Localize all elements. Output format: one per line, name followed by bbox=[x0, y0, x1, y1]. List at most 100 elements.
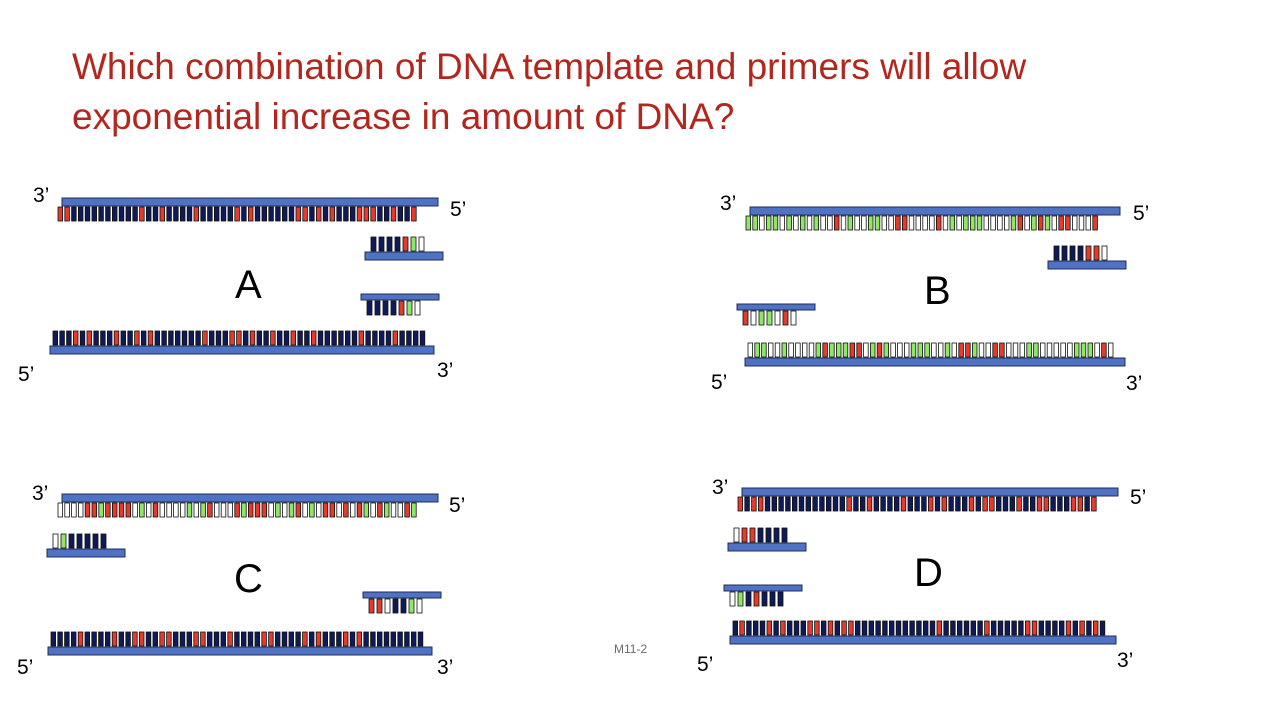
panel-b-bottom-base bbox=[938, 342, 944, 358]
panel-c-top-base bbox=[404, 502, 410, 518]
panel-a-bottom-base bbox=[147, 330, 154, 346]
panel-a-bottom-base bbox=[304, 330, 310, 346]
panel-c-top-base bbox=[173, 502, 179, 518]
panel-c-bottom-base bbox=[227, 631, 233, 647]
panel-a-top-base bbox=[275, 206, 281, 222]
panel-a-top-base bbox=[71, 206, 77, 222]
panel-c-bottom-base bbox=[404, 631, 410, 647]
panel-a-top-base bbox=[302, 206, 308, 222]
panel-c-bottom-base bbox=[315, 631, 322, 647]
panel-a-top-base bbox=[193, 206, 199, 222]
panel-a-top-base bbox=[288, 206, 295, 222]
panel-a-top-base bbox=[145, 206, 152, 222]
panel-c-top-base bbox=[98, 502, 104, 518]
panel-a-top-base bbox=[173, 206, 179, 222]
panel-c-top-left-label: 3’ bbox=[32, 482, 48, 505]
panel-b-top-base bbox=[786, 215, 792, 231]
panel-b-bottom-base bbox=[1094, 342, 1100, 358]
panel-c-top-base bbox=[241, 502, 247, 518]
panel-a-primer-2-base bbox=[366, 300, 373, 316]
panel-b-top-base bbox=[895, 215, 901, 231]
panel-c-bottom-base bbox=[302, 631, 308, 647]
panel-c-bottom-base bbox=[159, 631, 165, 647]
panel-b-top-base bbox=[936, 215, 942, 231]
panel-d-bottom-base bbox=[807, 620, 813, 636]
panel-a-top-base bbox=[152, 206, 159, 222]
panel-c-bottom-base bbox=[71, 631, 77, 647]
panel-d-bottom-base bbox=[773, 620, 779, 636]
panel-b-top-base bbox=[1051, 215, 1057, 231]
panel-d-bottom-base bbox=[841, 620, 847, 636]
panel-c-bottom-base bbox=[77, 631, 84, 647]
panel-a-top-base bbox=[390, 206, 397, 222]
panel-c-bottom-base bbox=[200, 631, 206, 647]
panel-d-primer-2-base bbox=[729, 591, 736, 607]
panel-d-top-base bbox=[894, 496, 900, 512]
panel-c-top-base bbox=[390, 502, 397, 518]
panel-d-top-base bbox=[764, 496, 771, 512]
panel-a-bottom-base bbox=[270, 330, 276, 346]
panel-b-top-base bbox=[997, 215, 1003, 231]
panel-b-bottom-base bbox=[856, 342, 862, 358]
panel-c-top-base bbox=[329, 502, 335, 518]
panel-a-top-base bbox=[241, 206, 247, 222]
panel-c-top-base bbox=[118, 502, 125, 518]
panel-d-top-base bbox=[1043, 496, 1049, 512]
panel-d-top-base bbox=[962, 496, 968, 512]
panel-a-top-base bbox=[227, 206, 233, 222]
panel-d-top-base bbox=[751, 496, 757, 512]
panel-c-top-base bbox=[213, 502, 220, 518]
panel-a-top-base bbox=[91, 206, 97, 222]
panel-d-primer-1-base bbox=[765, 527, 772, 543]
panel-a-top-base bbox=[112, 206, 118, 222]
panel-c-bottom-base bbox=[145, 631, 152, 647]
panel-a-bottom-base bbox=[73, 330, 79, 346]
panel-b-bottom-base bbox=[863, 342, 869, 358]
panel-c-top-strand bbox=[61, 493, 439, 503]
panel-d-bottom-left-label: 5’ bbox=[697, 653, 713, 676]
panel-a-bottom-base bbox=[52, 330, 58, 346]
panel-a-bottom-right-label: 3’ bbox=[437, 359, 453, 382]
panel-a-bottom-base bbox=[208, 330, 215, 346]
panel-c-top-base bbox=[78, 502, 84, 518]
panel-b-top-base bbox=[861, 215, 867, 231]
panel-a-top-base bbox=[64, 206, 70, 222]
panel-c-top-base bbox=[275, 502, 281, 518]
panel-c-top-base bbox=[336, 502, 342, 518]
panel-c-bottom-base bbox=[322, 631, 328, 647]
panel-b: 3’ 5’ 5’ 3’ B bbox=[711, 192, 1149, 395]
panel-d-top-base bbox=[1077, 496, 1083, 512]
panel-c-top-base bbox=[343, 502, 349, 518]
panel-d-top-base bbox=[975, 496, 981, 512]
panel-a-bottom-base bbox=[392, 330, 398, 346]
panel-c-bottom-base bbox=[281, 631, 288, 647]
panel-b-top-base bbox=[834, 215, 840, 231]
panel-d-bottom-base bbox=[977, 620, 983, 636]
panel-b-top-right-label: 5’ bbox=[1133, 202, 1149, 225]
panel-b-bottom-base bbox=[768, 342, 774, 358]
panel-a-bottom-base bbox=[412, 330, 419, 346]
panel-b-top-base bbox=[1010, 215, 1017, 231]
panel-d-bottom-base bbox=[1045, 620, 1051, 636]
panel-b-bottom-right-label: 3’ bbox=[1126, 372, 1142, 395]
panel-d-bottom-base bbox=[746, 620, 752, 636]
panel-b-bottom-base bbox=[958, 342, 964, 358]
panel-b-top-base bbox=[956, 215, 962, 231]
panel-b-bottom-base bbox=[985, 342, 991, 358]
panel-d-top-base bbox=[832, 496, 839, 512]
panel-a-bottom-base bbox=[86, 330, 92, 346]
panel-d-bottom-base bbox=[957, 620, 963, 636]
panel-c-top-base bbox=[247, 502, 254, 518]
panel-c-primer-2-base bbox=[376, 598, 383, 614]
panel-d-top-base bbox=[771, 496, 777, 512]
panel-b-top-base bbox=[1038, 215, 1044, 231]
panel-c-dna bbox=[46, 493, 442, 656]
panel-d-top-base bbox=[1064, 496, 1070, 512]
panel-c-top-base bbox=[363, 502, 369, 518]
panel-a-top-base bbox=[268, 206, 274, 222]
panel-c-top-base bbox=[91, 502, 97, 518]
panel-d-bottom-base bbox=[1065, 620, 1072, 636]
panel-c-bottom-base bbox=[274, 631, 281, 647]
panel-b-bottom-base bbox=[842, 342, 849, 358]
panel-c-bottom-base bbox=[84, 631, 90, 647]
